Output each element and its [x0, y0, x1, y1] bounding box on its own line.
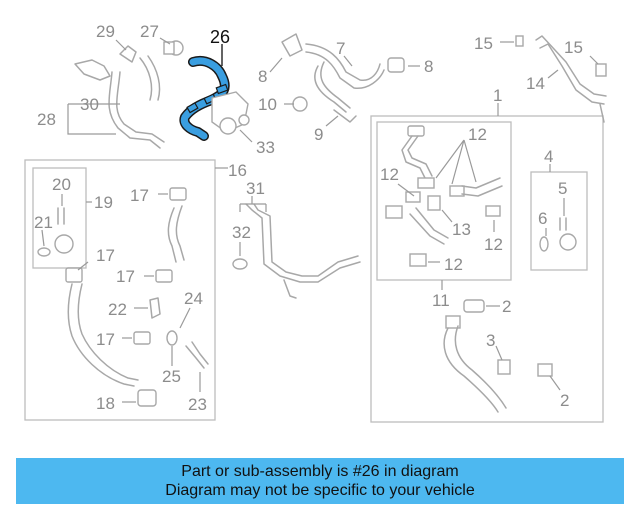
label-3: 3: [486, 331, 495, 350]
leader-33: [239, 129, 253, 143]
label-12b: 12: [380, 165, 399, 184]
banner-line-part: Part or sub-assembly is #26 in diagram: [181, 463, 459, 480]
leader-29: [115, 39, 127, 51]
label-30: 30: [80, 95, 99, 114]
label-12c: 12: [484, 235, 503, 254]
label-1: 1: [493, 86, 502, 105]
leader-24: [179, 307, 191, 329]
leader-7: [343, 55, 353, 67]
label-8a: 8: [258, 67, 267, 86]
label-13: 13: [452, 220, 471, 239]
leader-9: [325, 115, 339, 127]
parts-diagram: 26 28 29 30 27 33 7 8 8 10 9: [24, 22, 607, 423]
hoses-12-13: [385, 125, 503, 267]
leader-17b: [77, 261, 89, 271]
label-12d: 12: [444, 255, 463, 274]
label-17d: 17: [96, 330, 115, 349]
leader-3: [495, 345, 503, 361]
label-12a: 12: [468, 125, 487, 144]
leader-12a: [435, 139, 477, 185]
label-17a: 17: [130, 186, 149, 205]
pump-33: [211, 91, 250, 135]
label-9: 9: [314, 125, 323, 144]
label-6: 6: [538, 209, 547, 228]
fitting-5-6: [539, 217, 577, 252]
leader-31: [239, 196, 267, 212]
label-17b: 17: [96, 246, 115, 265]
label-16: 16: [228, 161, 247, 180]
banner-line-disclaimer: Diagram may not be specific to your vehi…: [165, 482, 475, 499]
label-11: 11: [432, 291, 450, 310]
leader-12b: [397, 183, 415, 197]
leader-14: [547, 69, 559, 79]
box-4: [530, 171, 588, 271]
leader-30: [67, 103, 120, 135]
pipe-31: [232, 203, 361, 299]
label-25: 25: [162, 367, 181, 386]
leader-2b: [549, 375, 561, 391]
label-26: 26: [210, 27, 230, 47]
label-5: 5: [558, 179, 567, 198]
leader-8a: [269, 57, 283, 73]
label-18: 18: [96, 394, 115, 413]
box-19: [32, 167, 87, 269]
label-23: 23: [188, 395, 207, 414]
leader-13: [441, 209, 453, 223]
label-19: 19: [94, 193, 113, 212]
pipe-14: [515, 35, 607, 123]
part-info-banner: Part or sub-assembly is #26 in diagram D…: [16, 458, 624, 504]
leader-15b: [589, 55, 599, 65]
label-24: 24: [184, 289, 203, 308]
parts-box-16: [37, 187, 209, 407]
label-4: 4: [544, 147, 553, 166]
hose-7: [281, 33, 405, 123]
label-2b: 2: [560, 391, 569, 410]
label-31: 31: [246, 179, 265, 198]
box-1: [370, 115, 604, 423]
label-32: 32: [232, 223, 251, 242]
leader-21: [41, 229, 45, 247]
label-2a: 2: [502, 297, 511, 316]
box-11: [376, 121, 512, 281]
label-21: 21: [34, 213, 53, 232]
label-8b: 8: [424, 57, 433, 76]
label-29: 29: [96, 22, 115, 41]
label-15a: 15: [474, 34, 493, 53]
label-27: 27: [140, 22, 159, 41]
label-17c: 17: [116, 267, 135, 286]
box-16: [24, 159, 216, 421]
leader-27: [159, 37, 171, 45]
label-14: 14: [526, 74, 545, 93]
label-20: 20: [52, 175, 71, 194]
label-15b: 15: [564, 38, 583, 57]
label-7: 7: [336, 39, 345, 58]
label-22: 22: [108, 300, 127, 319]
hose-lower-1: [443, 299, 553, 413]
label-33: 33: [256, 138, 275, 157]
label-28: 28: [37, 110, 56, 129]
label-10: 10: [258, 95, 277, 114]
